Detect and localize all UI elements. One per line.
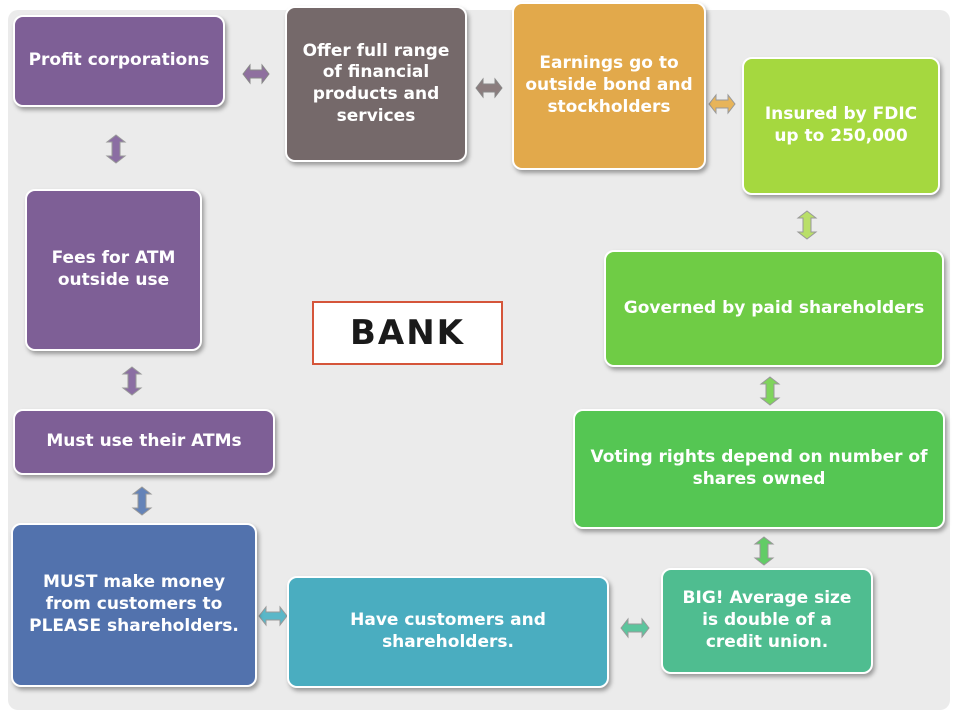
node-profit-corporations: Profit corporations <box>13 15 225 107</box>
connector-earnings-insured <box>708 93 736 115</box>
node-customers-shareholders: Have customers and shareholders. <box>287 576 609 688</box>
node-insured-fdic: Insured by FDIC up to 250,000 <box>742 57 940 195</box>
connector-voting-big <box>753 536 775 566</box>
center-label: BANK <box>349 313 466 353</box>
node-earnings-text: Earnings go to outside bond and stockhol… <box>525 53 693 117</box>
connector-insured-governed <box>796 210 818 240</box>
node-insured-fdic-text: Insured by FDIC up to 250,000 <box>764 104 918 146</box>
node-must-make-money: MUST make money from customers to PLEASE… <box>11 523 257 687</box>
connector-offer-earnings <box>475 77 503 99</box>
connector-mustmake-mustuse <box>131 486 153 516</box>
node-big-text: BIG! Average size is double of a credit … <box>682 588 852 652</box>
node-must-make-money-text: MUST make money from customers to PLEASE… <box>29 572 239 636</box>
connector-customers-mustmake <box>258 605 288 627</box>
node-customers-shareholders-text: Have customers and shareholders. <box>350 610 546 652</box>
node-big: BIG! Average size is double of a credit … <box>661 568 873 674</box>
node-must-use-atms-text: Must use their ATMs <box>46 431 242 452</box>
node-governed-text: Governed by paid shareholders <box>623 297 925 318</box>
node-fees-atm-text: Fees for ATM outside use <box>51 248 176 290</box>
node-voting-rights-text: Voting rights depend on number of shares… <box>590 447 928 489</box>
node-earnings: Earnings go to outside bond and stockhol… <box>512 2 706 170</box>
connector-profit-offer <box>242 63 270 85</box>
node-offer-full-range-text: Offer full range of financial products a… <box>302 40 450 126</box>
node-fees-atm: Fees for ATM outside use <box>25 189 202 351</box>
connector-big-customers <box>620 617 650 639</box>
node-offer-full-range: Offer full range of financial products a… <box>285 6 467 162</box>
center-label-box: BANK <box>312 301 503 365</box>
connector-fees-profit <box>105 134 127 164</box>
node-governed: Governed by paid shareholders <box>604 250 944 367</box>
node-voting-rights: Voting rights depend on number of shares… <box>573 409 945 529</box>
connector-governed-voting <box>759 376 781 406</box>
node-must-use-atms: Must use their ATMs <box>13 409 275 475</box>
node-profit-corporations-text: Profit corporations <box>28 50 210 71</box>
connector-mustuse-fees <box>121 366 143 396</box>
